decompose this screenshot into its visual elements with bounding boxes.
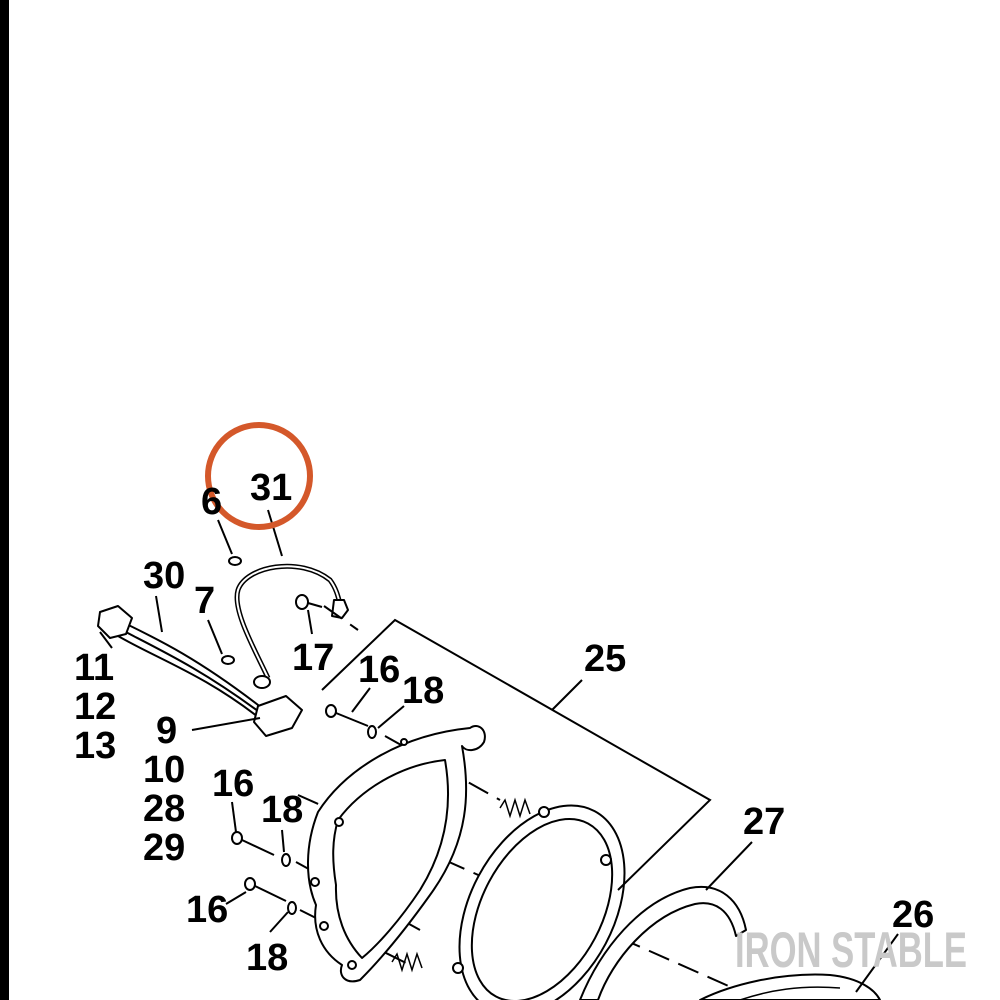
callout-labels: 6 31 30 7 11 12 13 17 16 18 25 9 10 28 2…: [74, 467, 934, 979]
callout-18-middle: 18: [261, 789, 303, 831]
callout-11: 11: [74, 647, 114, 689]
watermark: IRON STABLE: [735, 922, 967, 978]
left-border-bar: [0, 0, 9, 1000]
callout-7: 7: [194, 580, 215, 622]
headlamp-ring-part: [452, 804, 626, 1000]
callout-31: 31: [250, 467, 292, 509]
callout-12: 12: [74, 686, 116, 728]
screw-part: [295, 594, 323, 610]
callout-25: 25: [584, 638, 626, 680]
callout-27: 27: [743, 801, 785, 843]
callout-29: 29: [143, 827, 185, 869]
callout-28: 28: [143, 788, 185, 830]
callout-16-bottom: 16: [186, 889, 228, 931]
clip-part: [221, 556, 242, 665]
callout-16-top: 16: [358, 649, 400, 691]
headlamp-part: [699, 973, 881, 1000]
highlight-circle: [205, 422, 313, 530]
callout-17: 17: [292, 637, 334, 679]
leader-lines: [99, 509, 899, 993]
callout-13: 13: [74, 725, 116, 767]
trim-ring-part: [579, 885, 747, 1000]
callout-10: 10: [143, 749, 185, 791]
callout-26: 26: [892, 894, 934, 936]
callout-18-bottom: 18: [246, 937, 288, 979]
wiring-harness-part: [97, 605, 303, 737]
callout-16-middle: 16: [212, 763, 254, 805]
callout-6: 6: [201, 481, 222, 523]
callout-18-top: 18: [402, 670, 444, 712]
washer-part: [281, 725, 377, 915]
callout-9: 9: [156, 710, 177, 752]
bolt-part: [231, 704, 369, 902]
callout-30: 30: [143, 555, 185, 597]
mounting-bracket-part: [307, 724, 486, 983]
